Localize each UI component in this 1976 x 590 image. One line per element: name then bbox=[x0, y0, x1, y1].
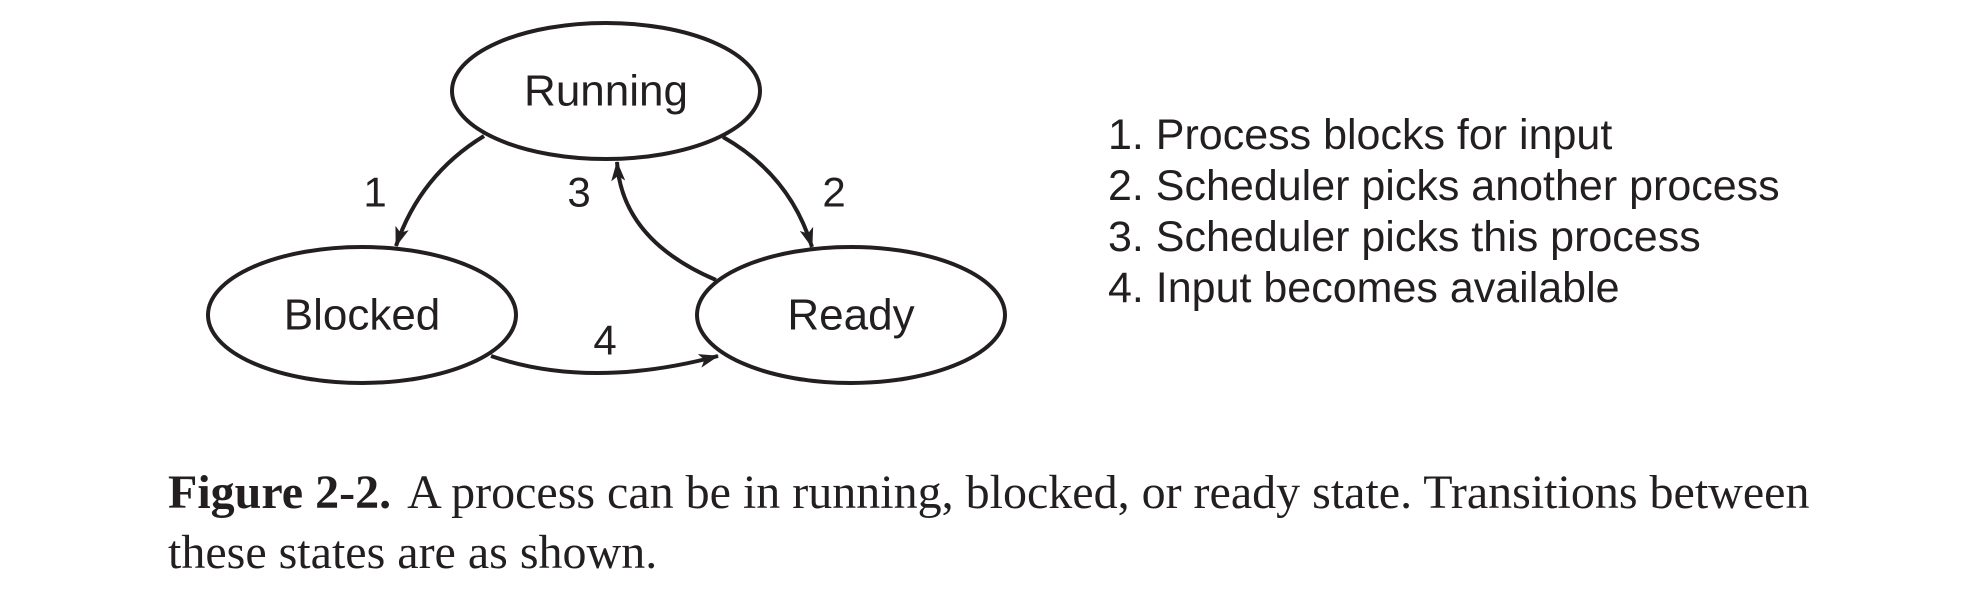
transition-4-label: 4 bbox=[593, 317, 616, 364]
transition-3-label: 3 bbox=[567, 169, 590, 216]
legend-item: 2. Scheduler picks another process bbox=[1108, 162, 1780, 210]
state-blocked-label: Blocked bbox=[284, 291, 441, 340]
transition-2-arrow bbox=[722, 135, 814, 248]
caption-text: A process can be in running, blocked, or… bbox=[168, 466, 1810, 579]
figure-caption: Figure 2-2.A process can be in running, … bbox=[168, 463, 1868, 583]
transition-1-arrow bbox=[394, 134, 486, 247]
state-running: Running bbox=[450, 21, 762, 161]
legend-item: 3. Scheduler picks this process bbox=[1108, 213, 1701, 261]
transition-3-arrow bbox=[611, 161, 717, 282]
state-ready: Ready bbox=[695, 245, 1007, 385]
legend-item: 1. Process blocks for input bbox=[1108, 111, 1613, 159]
state-running-label: Running bbox=[524, 67, 688, 116]
state-blocked: Blocked bbox=[206, 245, 518, 385]
legend-item: 4. Input becomes available bbox=[1108, 264, 1620, 312]
state-ready-label: Ready bbox=[787, 291, 914, 340]
transition-1-label: 1 bbox=[363, 169, 386, 216]
transition-2-label: 2 bbox=[822, 169, 845, 216]
transition-legend: 1. Process blocks for input 2. Scheduler… bbox=[1108, 110, 1780, 314]
transition-4-arrow bbox=[490, 354, 719, 375]
figure-number: Figure 2-2. bbox=[168, 466, 392, 519]
